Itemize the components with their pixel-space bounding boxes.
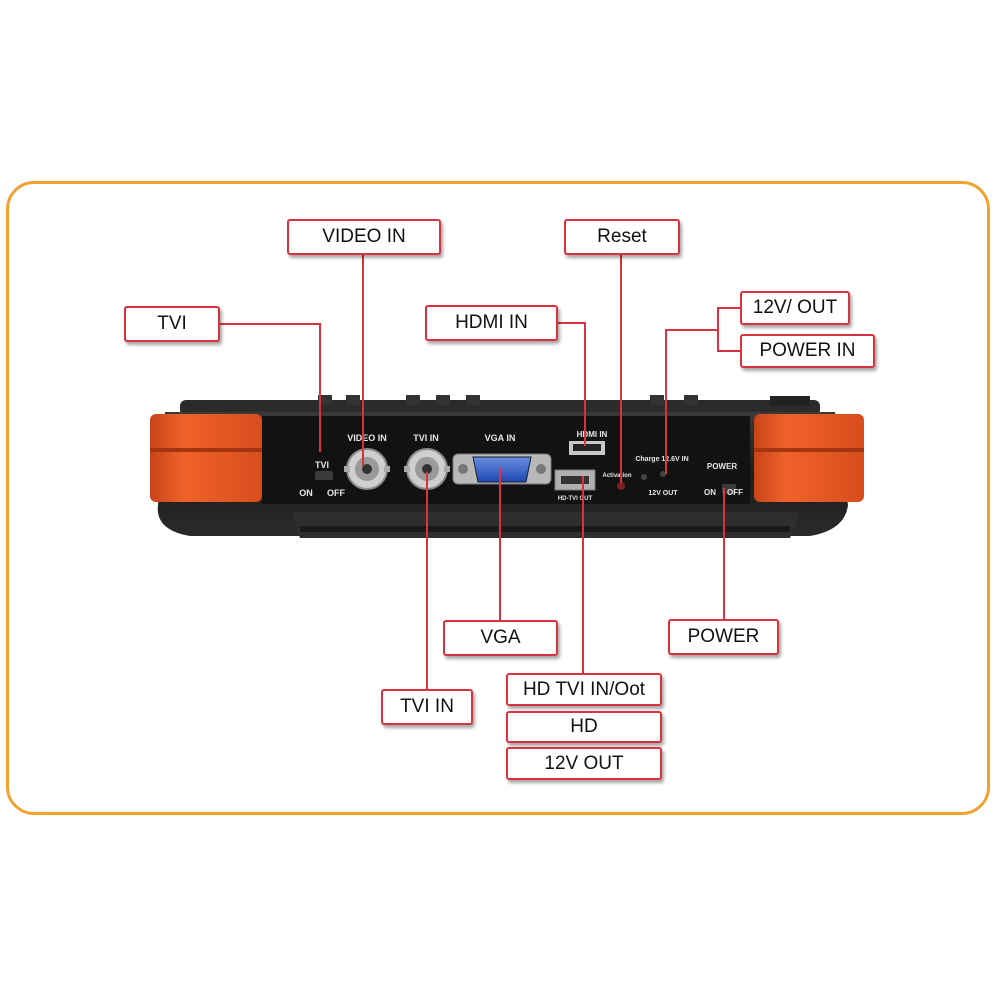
charge-socket-icon (660, 471, 666, 477)
power-switch-icon[interactable] (722, 484, 736, 494)
device-label-tvi: TVI (315, 460, 329, 470)
callout-video-in: VIDEO IN (287, 219, 441, 255)
device-label-tvi-off: OFF (327, 488, 345, 498)
device-label-video-in: VIDEO IN (347, 433, 387, 443)
usb-port-icon (554, 469, 596, 491)
callout-vga: VGA (443, 620, 558, 656)
callout-12v-out-bottom: 12V OUT (506, 747, 662, 780)
device-label-hdtvi-out: HD-TVI OUT (558, 496, 593, 502)
device-label-power-on: ON (704, 488, 716, 497)
device-label-charge: Charge 12.6V IN (635, 456, 688, 463)
device-label-12v-out: 12V OUT (648, 490, 678, 497)
device-label-tvi-in: TVI IN (413, 433, 439, 443)
device-label-tvi-on: ON (299, 488, 313, 498)
tvi-switch-icon[interactable] (315, 471, 333, 480)
leader-lines (218, 254, 740, 689)
callout-12v-out: 12V/ OUT (740, 291, 850, 325)
hdmi-port-icon (569, 441, 605, 455)
callout-tvi: TVI (124, 306, 220, 342)
callout-power-in: POWER IN (740, 334, 875, 368)
dc-12v-socket-icon (641, 474, 647, 480)
device-label-hdmi-in: HDMI IN (577, 430, 608, 439)
callout-power: POWER (668, 619, 779, 655)
vga-connector-icon (452, 453, 552, 485)
device-label-activation: Activation (602, 473, 631, 479)
device-label-power: POWER (707, 462, 737, 471)
callout-hd-tvi-in-out: HD TVI IN/Oot (506, 673, 662, 706)
callout-reset: Reset (564, 219, 680, 255)
callout-hdmi-in: HDMI IN (425, 305, 558, 341)
left-bumper (150, 414, 262, 502)
device-label-power-off: OFF (727, 488, 743, 497)
tvi-in-bnc-icon (404, 448, 450, 490)
callout-hd: HD (506, 711, 662, 743)
video-in-bnc-icon (344, 448, 390, 490)
callout-tvi-in: TVI IN (381, 689, 473, 725)
reset-button-icon[interactable] (617, 482, 625, 490)
right-bumper (754, 414, 864, 502)
device-label-vga-in: VGA IN (485, 433, 516, 443)
